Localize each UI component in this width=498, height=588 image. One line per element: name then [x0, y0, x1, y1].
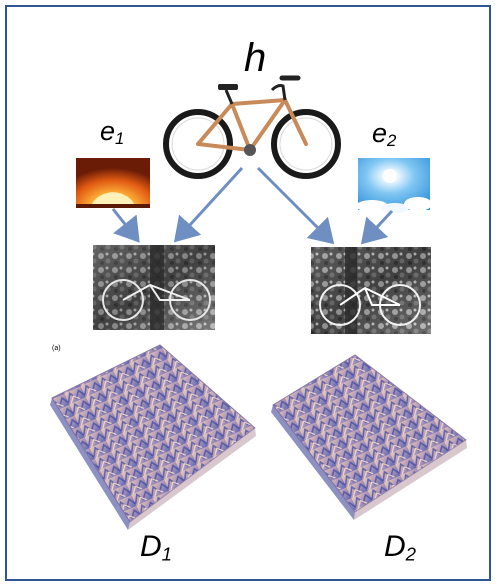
arrow-e2-to-photo2	[360, 209, 394, 245]
label-e2: e2	[372, 118, 397, 151]
arrow-e1-to-photo1	[111, 208, 140, 243]
arrows	[111, 166, 394, 245]
sky-image	[356, 158, 432, 213]
label-d2: D2	[384, 530, 417, 565]
label-d1: D1	[140, 530, 173, 565]
surface-plot-d2	[271, 354, 467, 520]
label-e1: e1	[100, 116, 125, 149]
sunset-image	[76, 158, 150, 208]
photo-bicycle-2	[311, 247, 431, 334]
panel-tag: (a)	[52, 345, 61, 352]
label-h: h	[244, 36, 267, 80]
arrow-h-to-photo1	[173, 166, 244, 243]
arrow-h-to-photo2	[256, 166, 335, 245]
photo-bicycle-1	[93, 245, 215, 330]
bicycle-illustration	[163, 75, 341, 179]
surface-plot-d1	[50, 344, 256, 530]
